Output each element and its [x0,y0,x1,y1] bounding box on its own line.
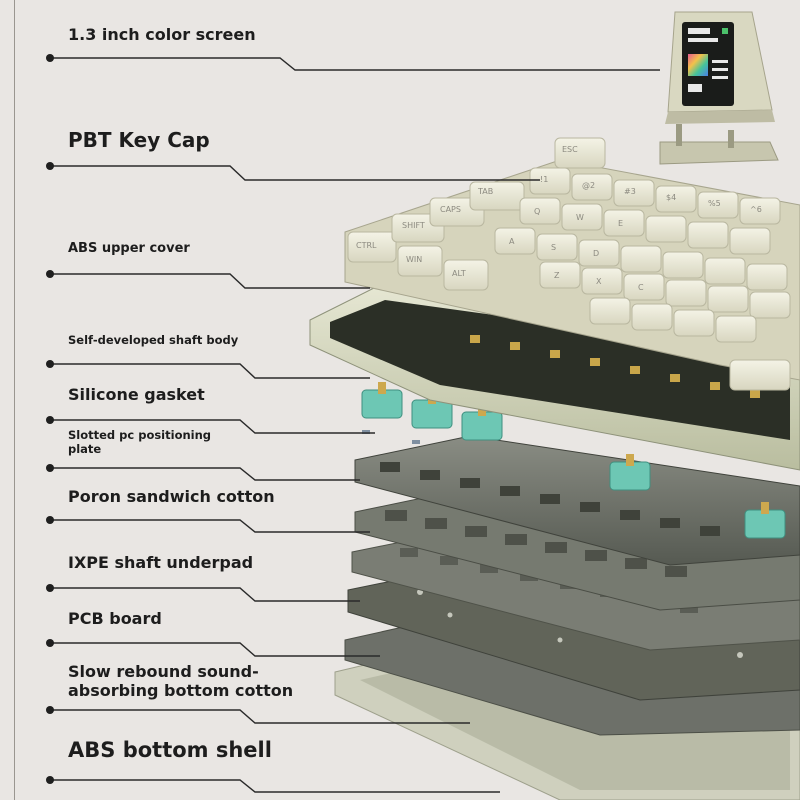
callout-dots [46,54,54,784]
dot-marker-icon [46,360,54,368]
keycap-legend: E [618,219,623,228]
keycap-legend: Q [534,207,540,216]
keycap-legend: !1 [540,175,548,184]
dot-marker-icon [46,162,54,170]
keycap-legend: $4 [666,193,676,202]
keycap-legend: WIN [406,255,422,264]
dot-marker-icon [46,464,54,472]
keycap-legend: C [638,283,644,292]
dot-marker-icon [46,584,54,592]
keycap-legend: D [593,249,599,258]
dot-marker-icon [46,639,54,647]
label-abs-bottom-shell: ABS bottom shell [68,738,272,763]
dot-marker-icon [46,706,54,714]
keycap-legend: ALT [452,269,466,278]
keycap-legend: SHIFT [402,221,425,230]
keycap-legend: %5 [708,199,721,208]
label-pbt-key-cap: PBT Key Cap [68,129,210,153]
keycap-legend: ^6 [750,205,762,214]
keycap-legend: W [576,213,584,222]
keycap-legend: S [551,243,556,252]
dot-marker-icon [46,776,54,784]
keycap-legend: Z [554,271,560,280]
keycap-legend: #3 [624,187,636,196]
dot-marker-icon [46,54,54,62]
keycap-legend: TAB [477,187,493,196]
keycap-legend: ESC [562,145,578,154]
keycap-legend: CAPS [440,205,461,214]
keycap-legend: X [596,277,602,286]
label-poron-cotton: Poron sandwich cotton [68,488,275,507]
dot-marker-icon [46,270,54,278]
label-bottom-cotton: Slow rebound sound-absorbing bottom cott… [68,663,343,701]
keycap-legend: @2 [582,181,595,190]
dot-marker-icon [46,516,54,524]
label-color-screen: 1.3 inch color screen [68,26,256,45]
label-positioning-plate: Slotted pc positioning plate [68,429,228,456]
dot-marker-icon [46,416,54,424]
keycap-legend: A [509,237,515,246]
label-pcb-board: PCB board [68,610,162,629]
label-ixpe-underpad: IXPE shaft underpad [68,554,253,573]
label-abs-upper-cover: ABS upper cover [68,241,190,256]
color-screen-module [660,12,778,164]
label-silicone-gasket: Silicone gasket [68,386,205,405]
label-shaft-body: Self-developed shaft body [68,334,238,348]
keycap-legend: CTRL [356,241,377,250]
